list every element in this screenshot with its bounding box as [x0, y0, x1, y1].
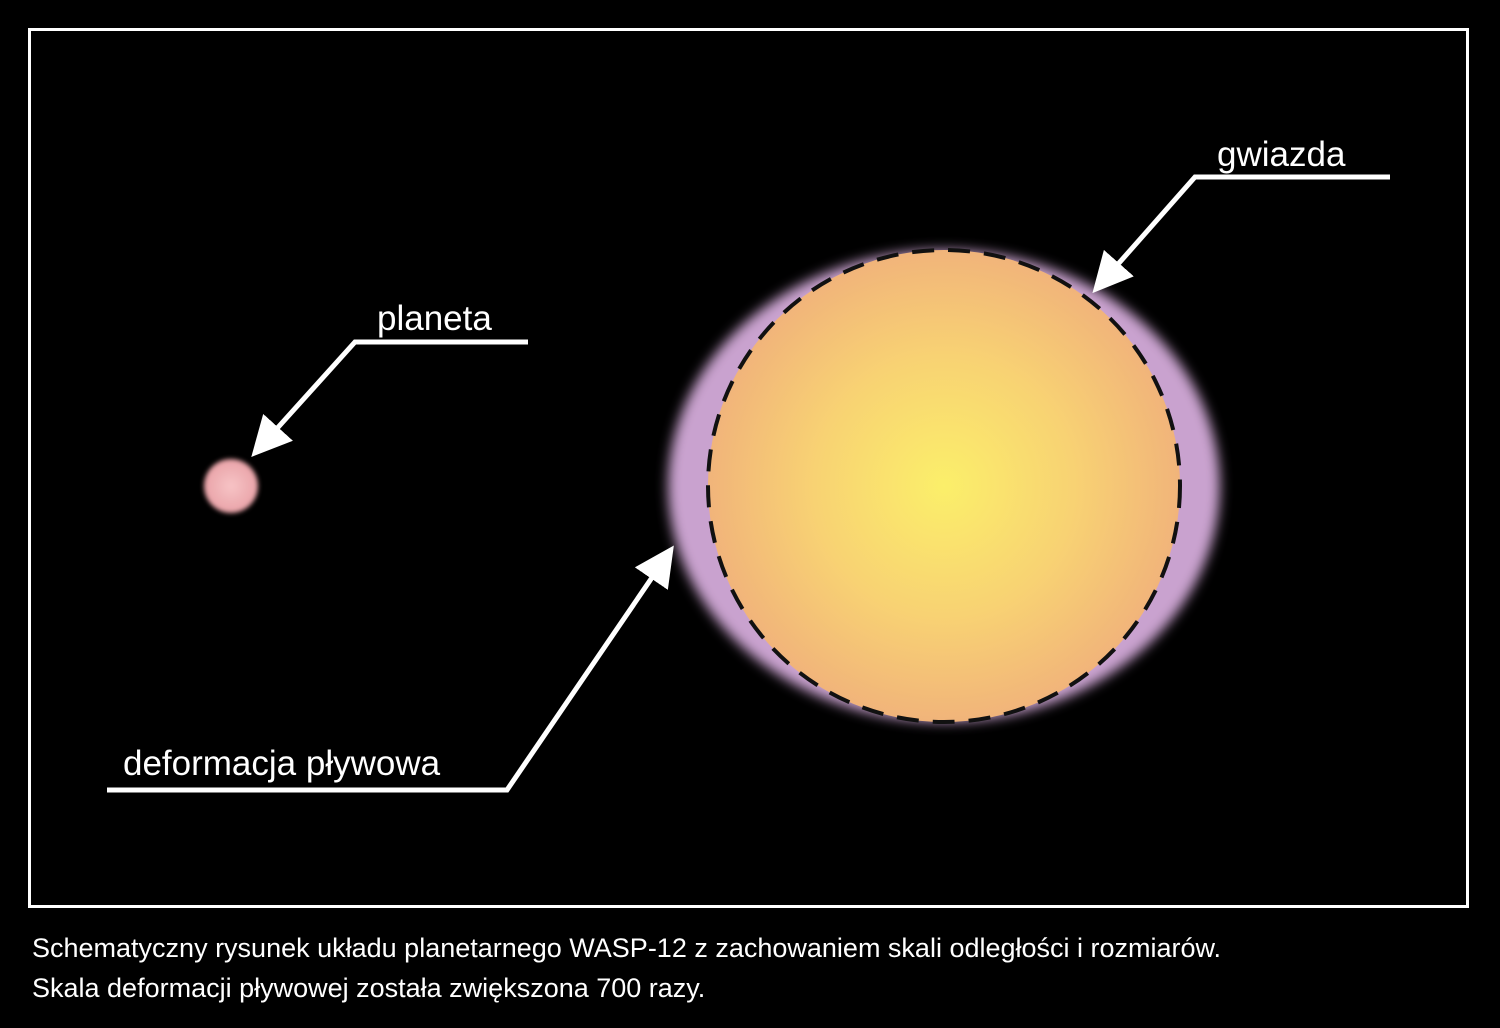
tidal-leader-line	[107, 545, 674, 793]
caption-line-1: Schematyczny rysunek układu planetarnego…	[32, 933, 1222, 963]
star-dashed-outline	[706, 248, 1182, 724]
tidal-label: deformacja pływowa	[123, 744, 441, 783]
figure-caption: Schematyczny rysunek układu planetarnego…	[32, 928, 1472, 1008]
caption-line-2: Skala deformacji pływowej została zwięks…	[32, 973, 706, 1003]
star-body	[708, 250, 1180, 722]
planet-label: planeta	[377, 299, 492, 338]
planet-leader-line	[251, 339, 528, 457]
star-label: gwiazda	[1217, 135, 1346, 174]
star-leader-line	[1092, 174, 1390, 294]
diagram-frame	[28, 28, 1469, 908]
planet-body	[204, 459, 258, 513]
